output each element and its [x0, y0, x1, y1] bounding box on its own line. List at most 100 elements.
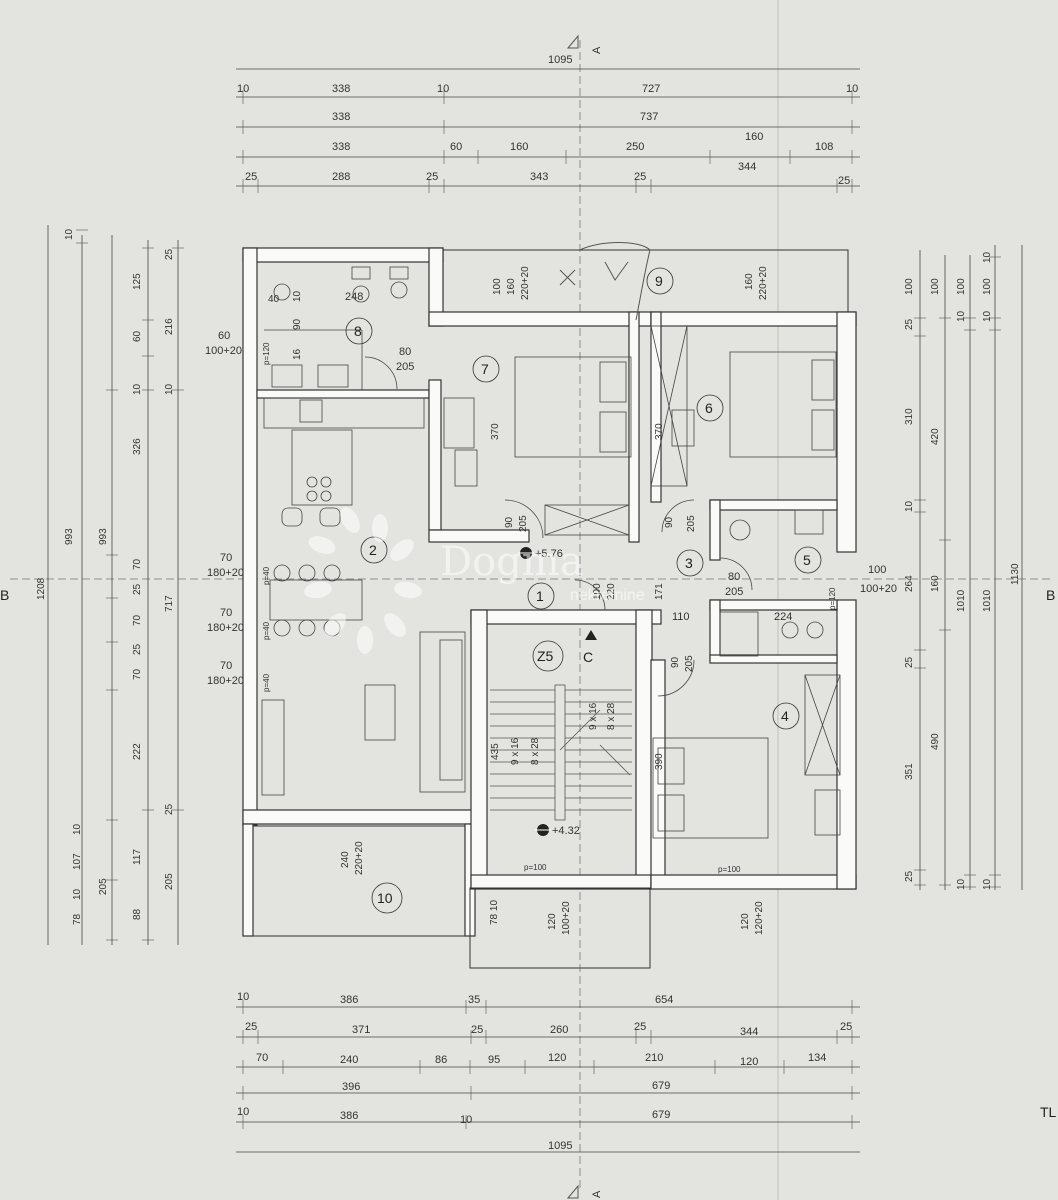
win-100-100-b: 100+20: [860, 583, 897, 595]
p120-b: p=120: [828, 587, 837, 610]
dim-left-c3-1: 70: [132, 558, 143, 570]
stairs-b-2: 8 x 28: [606, 702, 617, 730]
door-90a-b: 205: [518, 515, 529, 532]
dim-right-c1-6: 351: [904, 763, 915, 780]
cut-off-text: TL: [1040, 1104, 1057, 1120]
dim-bot-r4-0: 396: [342, 1081, 360, 1093]
dim-right-c3-3: 10: [956, 878, 967, 890]
r-78-10: 78 10: [489, 900, 500, 925]
bottom-dimension-lines: [236, 1000, 860, 1153]
door-80a-a: 80: [399, 346, 411, 358]
room-labels: 1 2 3 4 5 6 7 8 9 10 Z5: [345, 267, 822, 914]
dim-left-c4-4: 205: [164, 873, 175, 890]
dim-right-c1-3: 10: [904, 500, 915, 512]
dim-left-c4-0: 125: [132, 273, 143, 290]
room-9-label: 9: [655, 273, 663, 289]
win-70a-b: 180+20: [207, 567, 244, 579]
r8-16: 16: [292, 348, 303, 360]
dim-top-r2-1: 737: [640, 111, 658, 123]
stairs-a-2: 8 x 28: [530, 737, 541, 765]
dim-top-r4-3: 343: [530, 171, 548, 183]
dim-left-overall-a: 1208: [36, 577, 47, 600]
dim-bot-r3-0: 70: [256, 1052, 268, 1064]
dim-bot-r5-2: 10: [460, 1114, 472, 1126]
door-80a-b: 205: [396, 361, 414, 373]
win-120-120-a: 120: [740, 913, 751, 930]
dim-bot-r1-2: 35: [468, 994, 480, 1006]
dim-bot-r2-0: 25: [245, 1021, 257, 1033]
dim-bot-r1-0: 10: [237, 991, 249, 1003]
dim-left-c1-4: 10: [72, 823, 83, 835]
r3-171: 171: [654, 583, 665, 600]
dim-top-r1-0: 10: [237, 83, 249, 95]
section-a-top: A: [591, 46, 603, 54]
dim-bot-r1-1: 386: [340, 994, 358, 1006]
dim-right-c2-3: 490: [930, 733, 941, 750]
dim-left-c3-8: 88: [132, 908, 143, 920]
p40-a: p=40: [262, 566, 271, 585]
win-240-b: 220+20: [354, 841, 365, 875]
r8-10: 10: [292, 290, 303, 302]
room-4-label: 4: [781, 708, 789, 724]
dim-right-c3-0: 100: [956, 278, 967, 295]
watermark-logo: [304, 507, 422, 654]
dim-top-r3-2: 160: [510, 141, 528, 153]
dim-bot-r3-2: 86: [435, 1054, 447, 1066]
dim-left-c3-7: 117: [132, 849, 143, 865]
dim-bot-r3-5: 210: [645, 1052, 663, 1064]
dim-right-c4-1: 100: [982, 278, 993, 295]
watermark-sub: nekretnine: [570, 587, 645, 604]
right-dimension-lines: [914, 245, 1023, 890]
dim-left-c5-3: 25: [164, 803, 175, 815]
handwritten-marks: [559, 242, 651, 321]
room-2-label: 2: [369, 542, 377, 558]
win-70c-a: 70: [220, 660, 232, 672]
dim-bot-overall: 1095: [548, 1140, 572, 1152]
dim-top-r4-2: 25: [426, 171, 438, 183]
win-120-100-b: 100+20: [561, 901, 572, 935]
dim-left-c1-1: 78: [72, 913, 83, 925]
dim-bot-r5-0: 10: [237, 1106, 249, 1118]
win-60-a: 60: [218, 330, 230, 342]
room-z5-label: Z5: [537, 648, 554, 664]
inner-dimensions: 248 40 90 10 16 370 370 171 110 224 435 …: [262, 290, 837, 925]
dim-left-c3-5: 70: [132, 668, 143, 680]
dim-top-r4-1: 288: [332, 171, 350, 183]
dim-top-r3-3: 250: [626, 141, 644, 153]
r8-40: 40: [268, 294, 280, 305]
dim-right-c1-7: 25: [904, 870, 915, 882]
dim-left-c4-2: 10: [132, 383, 143, 395]
win-100-160-a: 100: [492, 278, 503, 295]
dim-top-r4-4: 25: [634, 171, 646, 183]
level-lower: +4.32: [552, 825, 580, 837]
win-70b-b: 180+20: [207, 622, 244, 634]
dim-top-overall: 1095: [548, 54, 572, 66]
win-160-b: 220+20: [758, 266, 769, 300]
dim-bot-r3-3: 95: [488, 1054, 500, 1066]
opening-labels: 60 100+20 70 180+20 70 180+20 70 180+20 …: [205, 266, 897, 935]
r8-90: 90: [292, 318, 303, 330]
dim-right-c4-2: 10: [982, 310, 993, 322]
section-marks: A A B B C: [0, 34, 1055, 1199]
dim-top-r1-4: 10: [846, 83, 858, 95]
door-80b-b: 205: [725, 586, 743, 598]
dim-right-c1-5: 25: [904, 656, 915, 668]
top-dimension-lines: [236, 68, 860, 193]
dim-bot-r2-1: 371: [352, 1024, 370, 1036]
section-c: C: [583, 649, 593, 665]
room-7-label: 7: [481, 361, 489, 377]
door-90b-b: 205: [686, 515, 697, 532]
dim-right-c2-2: 160: [930, 575, 941, 592]
door-90c-a: 90: [670, 656, 681, 668]
dim-right-c3-2: 1010: [956, 589, 967, 612]
furniture: [261, 266, 841, 839]
building-walls: [242, 247, 857, 969]
dim-bot-r1-3: 654: [655, 994, 673, 1006]
stairs-a-1: 9 x 16: [510, 737, 521, 765]
dim-bot-r3-1: 240: [340, 1054, 358, 1066]
dim-top-r2-0: 338: [332, 111, 350, 123]
room-10-label: 10: [377, 890, 393, 906]
win-60-b: 100+20: [205, 345, 242, 357]
dim-bot-r4-1: 679: [652, 1080, 670, 1092]
